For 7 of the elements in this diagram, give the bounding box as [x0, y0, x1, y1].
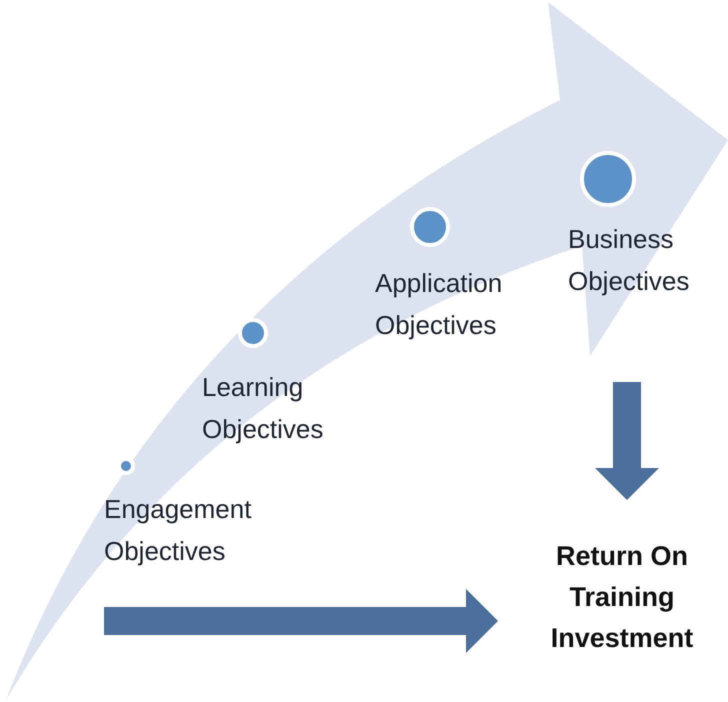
arrow — [104, 589, 498, 653]
node-label: Return On Training Investment — [498, 500, 726, 659]
node-label: Application Objectives — [375, 262, 550, 346]
node-label: Engagement Objectives — [104, 488, 294, 572]
node-label: Business Objectives — [568, 218, 726, 302]
node-label: Learning Objectives — [202, 366, 372, 450]
arrow — [595, 382, 659, 500]
